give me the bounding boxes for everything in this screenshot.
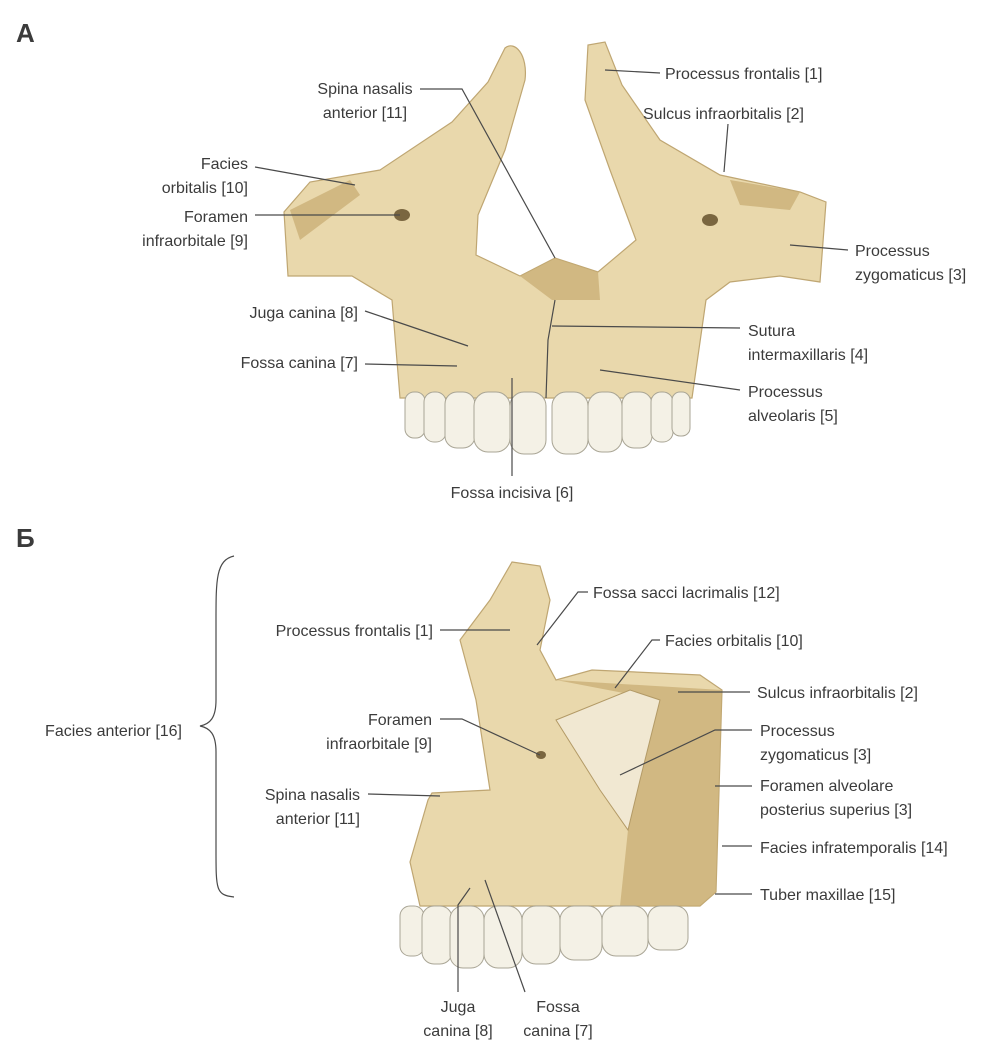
label-b-facies-infratemporalis: Facies infratemporalis [14] [722, 840, 948, 857]
teeth-row-a [404, 391, 691, 455]
label-text: alveolaris [5] [748, 408, 838, 425]
label-text: Facies [201, 156, 248, 173]
label-text: Sulcus infraorbitalis [2] [643, 106, 804, 123]
label-text: Fossa sacci lacrimalis [12] [593, 585, 780, 602]
label-a-foramen-infraorbitale: Foramen infraorbitale [9] [142, 209, 400, 250]
label-a-processus-zygomaticus: Processus zygomaticus [3] [789, 243, 966, 284]
label-b-facies-anterior: Facies anterior [16] [45, 555, 235, 898]
label-text: anterior [11] [276, 811, 360, 828]
label-text: Sutura [748, 323, 795, 340]
label-text: zygomaticus [3] [760, 747, 871, 764]
label-a-sutura-intermaxillaris: Sutura intermaxillaris [4] [551, 323, 868, 364]
label-text: intermaxillaris [4] [748, 347, 868, 364]
label-text: Processus [760, 723, 835, 740]
label-a-processus-frontalis: Processus frontalis [1] [604, 66, 822, 83]
label-text: Processus [748, 384, 823, 401]
foramen-hole [536, 751, 546, 759]
brace [199, 555, 235, 898]
label-text: orbitalis [10] [162, 180, 248, 197]
label-text: anterior [11] [323, 105, 407, 122]
label-text: Processus frontalis [1] [276, 623, 433, 640]
label-text: Foramen [184, 209, 248, 226]
label-text: Facies orbitalis [10] [665, 633, 803, 650]
label-text: infraorbitale [9] [326, 736, 432, 753]
label-text: Spina nasalis [265, 787, 360, 804]
label-text: Facies anterior [16] [45, 723, 182, 740]
label-text: Sulcus infraorbitalis [2] [757, 685, 918, 702]
label-a-spina-nasalis-anterior: Spina nasalis anterior [11] [317, 81, 556, 259]
panel-a-letter: А [16, 18, 35, 48]
foramen-hole [702, 214, 718, 226]
label-text: posterius superius [3] [760, 802, 912, 819]
label-a-sulcus-infraorbitalis: Sulcus infraorbitalis [2] [643, 106, 804, 173]
label-a-facies-orbitalis: Facies orbitalis [10] [162, 156, 356, 197]
maxilla-lateral-view [399, 561, 723, 969]
label-text: infraorbitale [9] [142, 233, 248, 250]
label-a-fossa-canina: Fossa canina [7] [241, 355, 458, 372]
maxilla-anterior-view [283, 41, 827, 455]
teeth-row-b [399, 905, 689, 969]
label-b-fossa-canina: Fossa canina [7] [484, 879, 593, 1040]
suture-line [545, 299, 556, 399]
label-text: Fossa incisiva [6] [451, 485, 574, 502]
label-text: Tuber maxillae [15] [760, 887, 895, 904]
label-text: Foramen [368, 712, 432, 729]
label-text: Juga [441, 999, 476, 1016]
label-b-tuber-maxillae: Tuber maxillae [15] [715, 887, 895, 904]
label-text: Processus frontalis [1] [665, 66, 822, 83]
label-text: Foramen alveolare [760, 778, 894, 795]
label-b-juga-canina: Juga canina [8] [423, 887, 493, 1040]
label-b-fossa-sacci-lacrimalis: Fossa sacci lacrimalis [12] [536, 585, 780, 646]
label-a-juga-canina: Juga canina [8] [249, 305, 469, 347]
label-b-facies-orbitalis: Facies orbitalis [10] [614, 633, 803, 689]
label-b-spina-nasalis-anterior: Spina nasalis anterior [11] [265, 787, 441, 828]
label-b-processus-zygomaticus: Processus zygomaticus [3] [619, 723, 871, 776]
label-b-foramen-alveolare: Foramen alveolare posterius superius [3] [715, 778, 912, 819]
foramen-hole [394, 209, 410, 221]
label-text: Fossa [536, 999, 580, 1016]
panel-b-letter: Б [16, 523, 35, 553]
label-text: canina [8] [423, 1023, 492, 1040]
label-text: Fossa canina [7] [241, 355, 358, 372]
label-a-processus-alveolaris: Processus alveolaris [5] [599, 369, 838, 425]
label-a-fossa-incisiva: Fossa incisiva [6] [451, 378, 574, 502]
label-text: Facies infratemporalis [14] [760, 840, 948, 857]
label-text: Juga canina [8] [249, 305, 358, 322]
label-text: Processus [855, 243, 930, 260]
label-b-processus-frontalis: Processus frontalis [1] [276, 623, 510, 640]
label-text: zygomaticus [3] [855, 267, 966, 284]
label-text: Spina nasalis [317, 81, 412, 98]
label-text: canina [7] [523, 1023, 592, 1040]
label-b-sulcus-infraorbitalis: Sulcus infraorbitalis [2] [678, 685, 918, 702]
label-b-foramen-infraorbitale: Foramen infraorbitale [9] [326, 712, 541, 756]
